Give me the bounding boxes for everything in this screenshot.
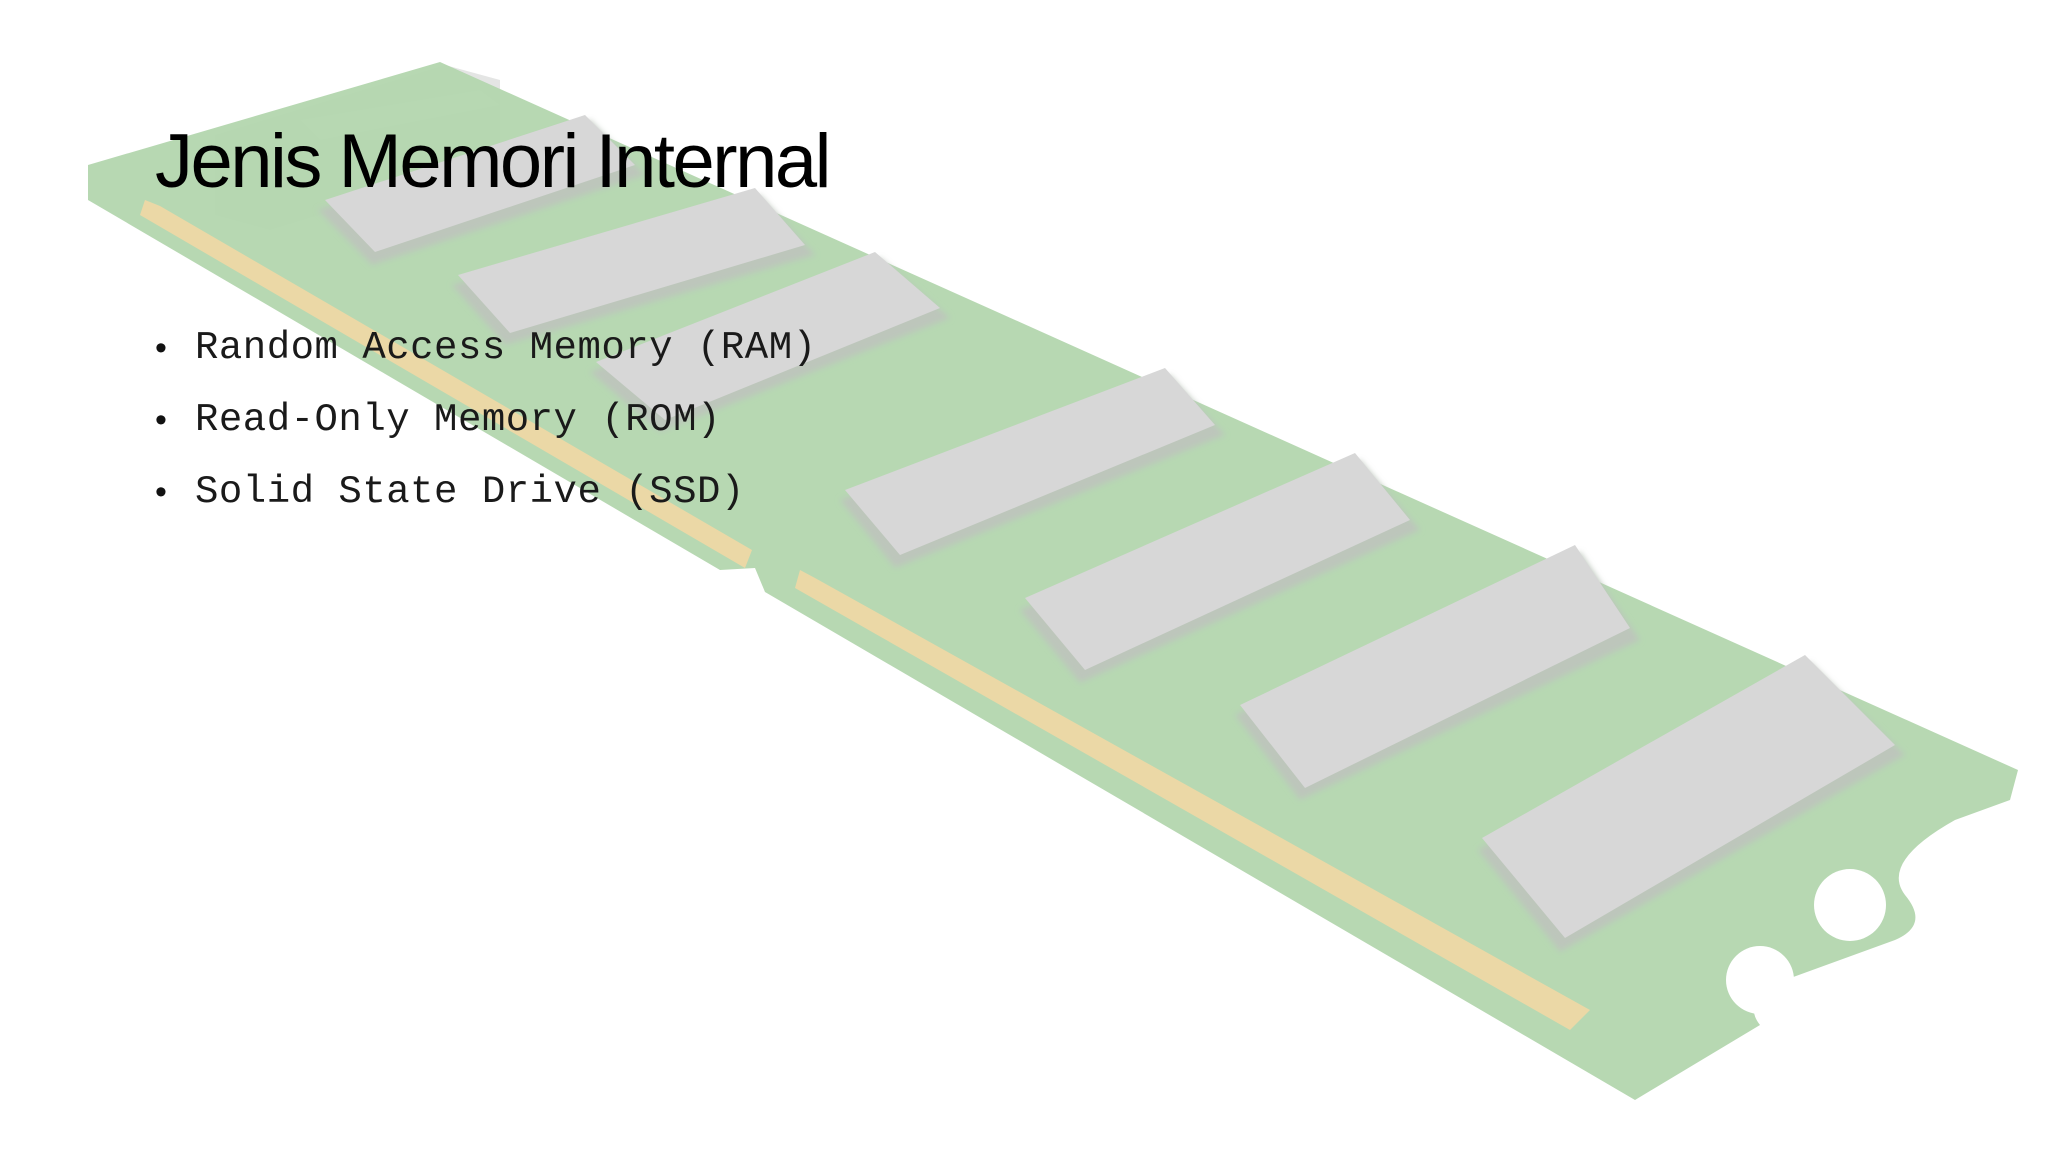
list-item: • Read-Only Memory (ROM) xyxy=(155,384,817,456)
memory-chip xyxy=(1478,655,1905,952)
bullet-text: Random Access Memory (RAM) xyxy=(195,326,817,370)
bullet-icon: • xyxy=(155,329,167,367)
slide-title: Jenis Memori Internal xyxy=(155,119,832,204)
module-notch xyxy=(1814,869,1886,941)
bullet-text: Read-Only Memory (ROM) xyxy=(195,398,721,442)
bullet-list: • Random Access Memory (RAM) • Read-Only… xyxy=(155,312,817,528)
list-item: • Solid State Drive (SSD) xyxy=(155,456,817,528)
memory-chip xyxy=(1020,453,1420,683)
module-notch xyxy=(1726,946,1794,1014)
bullet-icon: • xyxy=(155,473,167,511)
memory-chip xyxy=(452,188,815,345)
bullet-text: Solid State Drive (SSD) xyxy=(195,470,745,514)
memory-chip xyxy=(1235,545,1640,800)
gold-contacts xyxy=(140,200,1590,1030)
memory-chip xyxy=(840,368,1225,568)
bullet-icon: • xyxy=(155,401,167,439)
memory-chip xyxy=(318,115,645,265)
list-item: • Random Access Memory (RAM) xyxy=(155,312,817,384)
memory-chip xyxy=(590,252,950,432)
